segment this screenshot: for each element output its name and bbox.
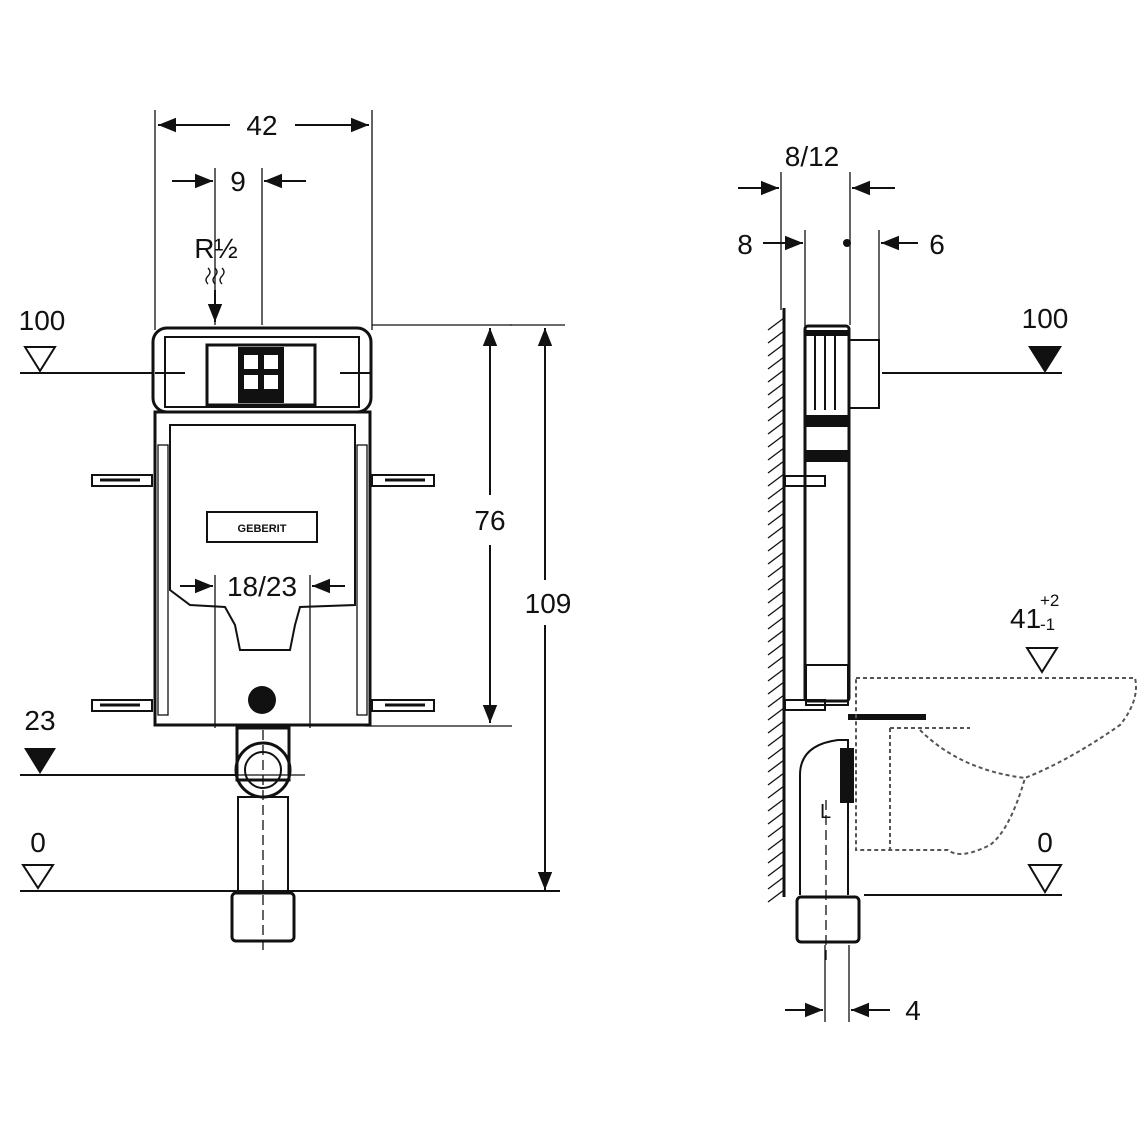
floor-level-side-label: 0 bbox=[1037, 827, 1053, 858]
level-100-marker-side: 100 bbox=[882, 303, 1069, 374]
water-wave-icon bbox=[205, 267, 225, 285]
total-height-label: 109 bbox=[525, 588, 572, 619]
actuator-plate-side bbox=[848, 339, 880, 409]
wc-bowl-outline bbox=[855, 677, 1137, 855]
width-label: 42 bbox=[246, 110, 277, 141]
depth-label: 8/12 bbox=[785, 141, 840, 172]
inlet-offset-label: 9 bbox=[230, 166, 246, 197]
dimension-inlet-offset: 9 bbox=[172, 166, 306, 325]
seat-height-label: 41 bbox=[1010, 603, 1041, 634]
front-view: 42 9 R½ 100 bbox=[19, 110, 572, 950]
dimension-drain-spacing: 18/23 bbox=[180, 571, 345, 728]
dimension-plate-depth: 6 bbox=[878, 229, 945, 340]
level-100-marker: 100 bbox=[19, 305, 152, 374]
dimension-width: 42 bbox=[154, 110, 373, 330]
wall-gap-label: 8 bbox=[737, 229, 753, 260]
brand-logo: GEBERIT bbox=[238, 523, 287, 535]
actuator-plate bbox=[205, 343, 317, 407]
level-23-label: 23 bbox=[24, 705, 55, 736]
wall-hatch bbox=[767, 308, 786, 903]
floor-level-marker-side: 0 bbox=[864, 827, 1063, 896]
drain-spacing-label: 18/23 bbox=[227, 571, 297, 602]
drain-pipe bbox=[215, 726, 305, 950]
level-100-side-label: 100 bbox=[1022, 303, 1069, 334]
water-inlet: R½ bbox=[194, 233, 238, 322]
frame-side bbox=[784, 324, 926, 720]
level-23-marker: 23 bbox=[20, 705, 237, 776]
drain-bend: L bbox=[795, 739, 861, 960]
floor-level-label: 0 bbox=[30, 827, 46, 858]
seat-tolerance-plus: +2 bbox=[1040, 591, 1059, 610]
plate-depth-label: 6 bbox=[929, 229, 945, 260]
frame-height-label: 76 bbox=[474, 505, 505, 536]
installation-frame: GEBERIT bbox=[91, 326, 435, 727]
dimension-total-height: 109 bbox=[510, 324, 572, 890]
dimension-wall-gap: 8 bbox=[737, 229, 851, 330]
seat-bolt bbox=[848, 714, 926, 720]
inlet-thread-label: R½ bbox=[194, 233, 238, 264]
floor-level-marker: 0 bbox=[20, 827, 560, 892]
seat-height-marker: 41 +2 -1 bbox=[1010, 591, 1059, 674]
pipe-mark: L bbox=[820, 801, 831, 823]
level-100-label: 100 bbox=[19, 305, 66, 336]
seat-tolerance-minus: -1 bbox=[1040, 615, 1055, 634]
dimension-depth: 8/12 bbox=[738, 141, 895, 325]
drain-offset-label: 4 bbox=[905, 995, 921, 1026]
side-view: 8/12 8 6 bbox=[737, 141, 1137, 1026]
dimension-drain-offset: 4 bbox=[785, 945, 921, 1026]
mounting-brackets bbox=[91, 474, 435, 712]
dimension-frame-height: 76 bbox=[365, 324, 512, 727]
